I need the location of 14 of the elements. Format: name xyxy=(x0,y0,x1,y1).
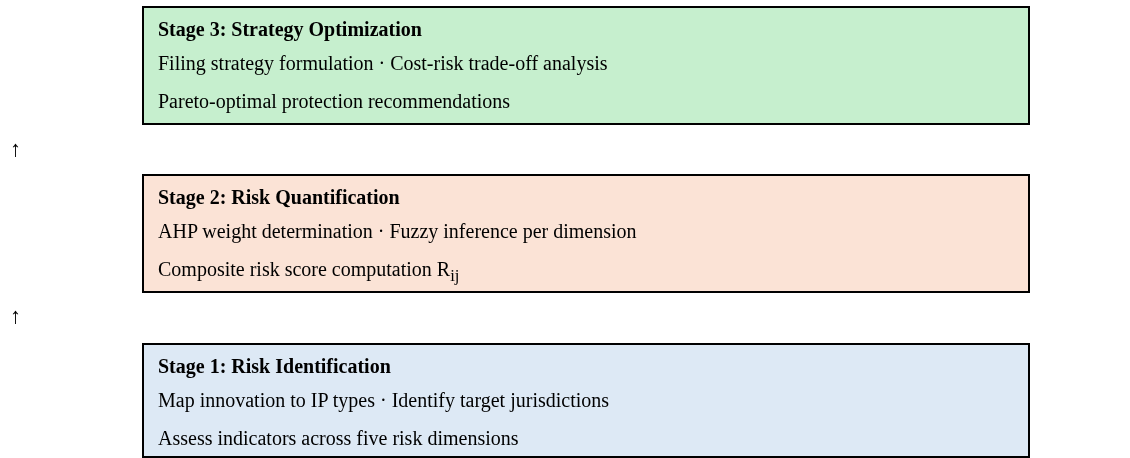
direction-arrow: ↑ xyxy=(10,136,21,162)
direction-arrow: ↑ xyxy=(10,303,21,329)
stage-box xyxy=(142,174,1030,293)
stage-description: Composite risk score computation R$_{ij}$ xyxy=(158,257,461,287)
stage-description: Pareto-optimal protection recommendations xyxy=(158,89,512,115)
stage-heading: Stage 2: Risk Quantification xyxy=(158,185,401,211)
stage-box xyxy=(142,6,1030,125)
stage-heading: Stage 3: Strategy Optimization xyxy=(158,17,423,43)
stage-description: Assess indicators across five risk dimensions xyxy=(158,426,520,451)
stage-description: Filing strategy formulation · Cost-risk trade-off analysis xyxy=(158,51,609,77)
stage-box xyxy=(142,343,1030,458)
stage-description: Map innovation to IP types · Identify target jurisdictions xyxy=(158,388,611,414)
stage-description: AHP weight determination · Fuzzy inference per dimension xyxy=(158,219,638,245)
stage-heading: Stage 1: Risk Identification xyxy=(158,354,392,380)
